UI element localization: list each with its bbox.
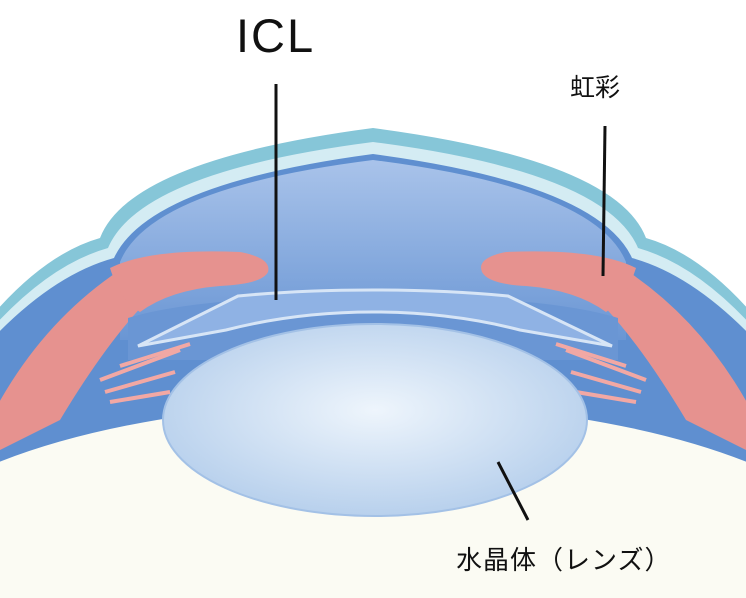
icl-label: ICL [236,9,316,62]
iris-label: 虹彩 [570,73,621,102]
zonules-right [555,342,647,404]
iris-left [110,251,269,312]
lens-label: 水晶体（レンズ） [456,546,672,576]
crystalline-lens [162,323,588,517]
iris-right-band [576,267,746,450]
lens-leader-line [496,461,530,521]
iris-right [481,251,636,312]
zonules-left [99,342,191,404]
iris-left-band [0,267,170,450]
icl-implant [137,288,613,348]
iris-leader-line [601,125,607,277]
